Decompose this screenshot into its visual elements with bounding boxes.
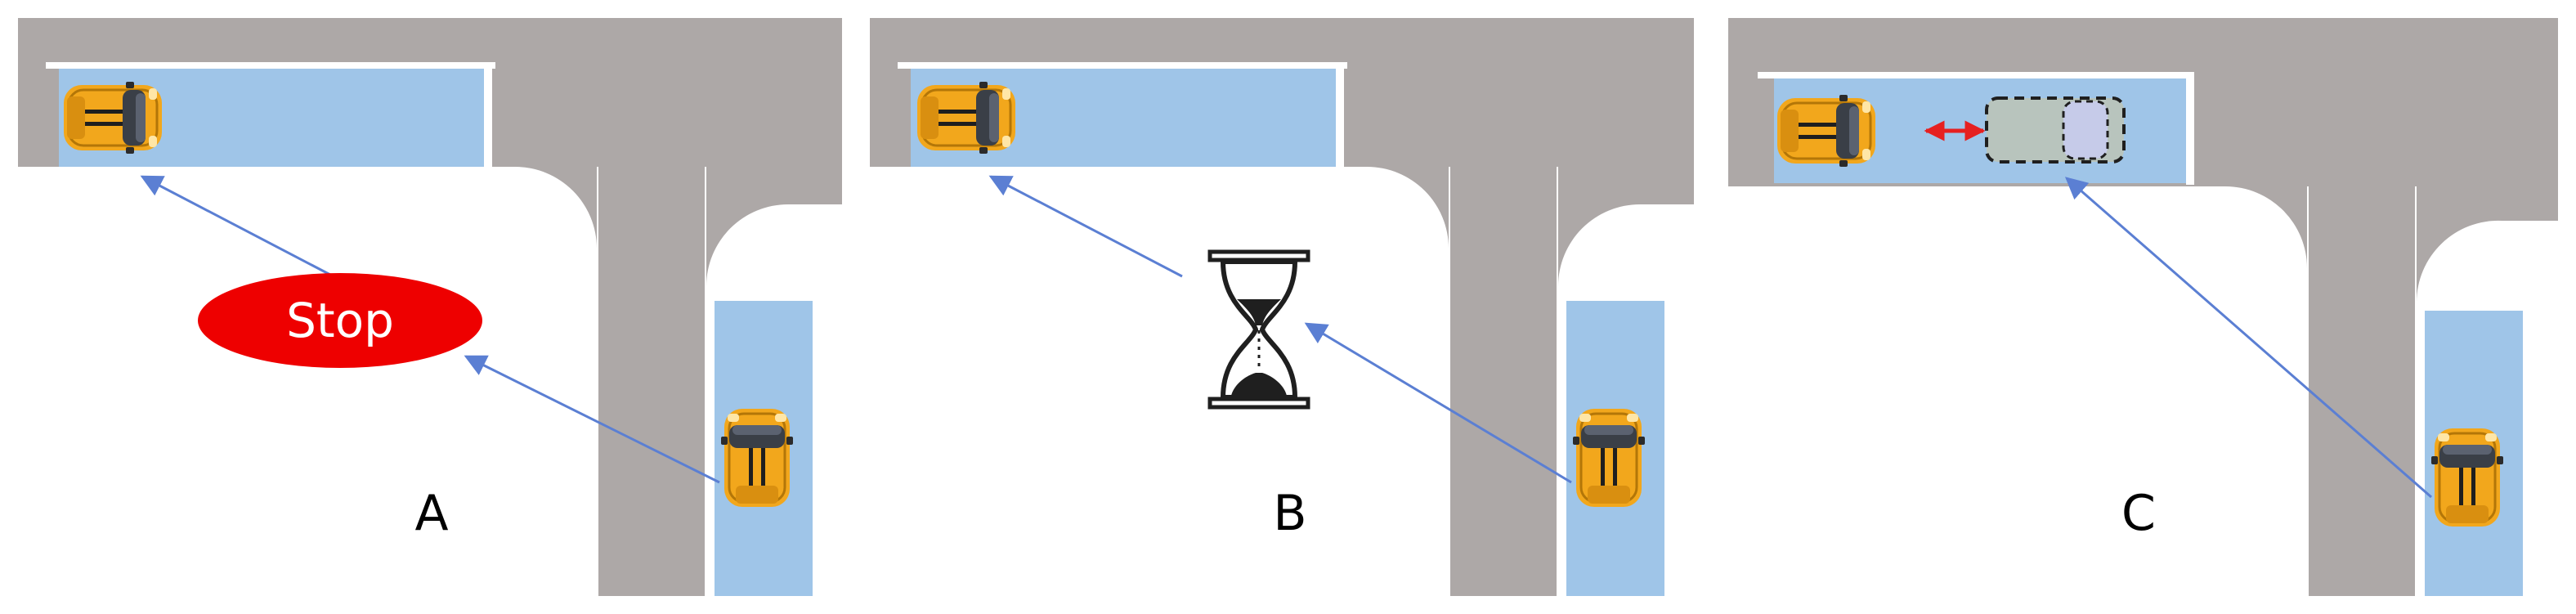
panel-c: C (1728, 18, 2558, 596)
stop-sign-icon (198, 273, 482, 368)
stop-sign-label: Stop (286, 293, 394, 348)
panel-label-b: B (1273, 485, 1306, 542)
path-arrow-b-lower (1304, 322, 1572, 484)
parked-car-b-icon (916, 80, 1017, 155)
parked-car-c-icon (1776, 93, 1877, 168)
panel-b: B (870, 18, 1694, 596)
panel-label-c: C (2121, 485, 2156, 542)
moving-car-a-icon (719, 407, 795, 509)
panel-label-a: A (414, 485, 448, 542)
ghost-car-outline-icon (1985, 96, 2126, 164)
panel-a: Stop A (18, 18, 842, 596)
path-arrow-b-upper (988, 175, 1183, 278)
parked-car-a-icon (62, 80, 164, 155)
path-arrow-a-upper (140, 175, 331, 276)
path-arrow-c (2064, 177, 2432, 499)
moving-car-b-icon (1571, 407, 1646, 509)
moving-car-c-icon (2430, 427, 2505, 528)
path-arrow-a-lower (464, 355, 720, 484)
